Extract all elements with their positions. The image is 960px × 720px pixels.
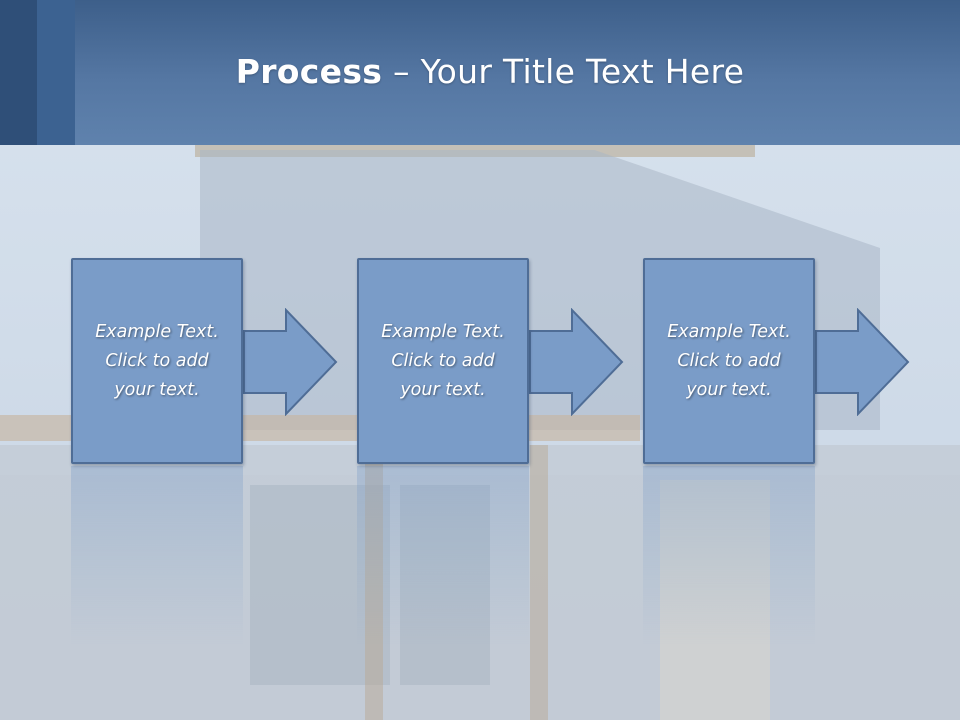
photo-window — [400, 485, 490, 685]
step-1-reflection — [71, 466, 243, 646]
photo-column — [365, 445, 383, 720]
title-bold: Process — [235, 52, 383, 91]
step-1-text[interactable]: Example Text. Click to add your text. — [95, 321, 219, 400]
step-3-reflection — [643, 466, 815, 646]
step-2-text[interactable]: Example Text. Click to add your text. — [381, 321, 505, 400]
process-step-3[interactable]: Example Text. Click to add your text. — [643, 258, 815, 464]
arrow-right-icon — [243, 308, 338, 416]
step-3-text[interactable]: Example Text. Click to add your text. — [667, 321, 791, 400]
process-step-2[interactable]: Example Text. Click to add your text. — [357, 258, 529, 464]
title-bar: Process – Your Title Text Here — [0, 0, 960, 145]
process-step-1[interactable]: Example Text. Click to add your text. — [71, 258, 243, 464]
slide-title[interactable]: Process – Your Title Text Here — [0, 52, 960, 91]
header-accent-dark — [0, 0, 37, 145]
photo-stone-wall — [660, 480, 770, 720]
arrow-right-icon — [815, 308, 910, 416]
steps-reflection — [0, 466, 960, 720]
title-rest: – Your Title Text Here — [382, 52, 745, 91]
photo-column — [530, 445, 548, 720]
step-2-reflection — [357, 466, 529, 646]
header-accent-mid — [37, 0, 75, 145]
arrow-right-icon — [529, 308, 624, 416]
